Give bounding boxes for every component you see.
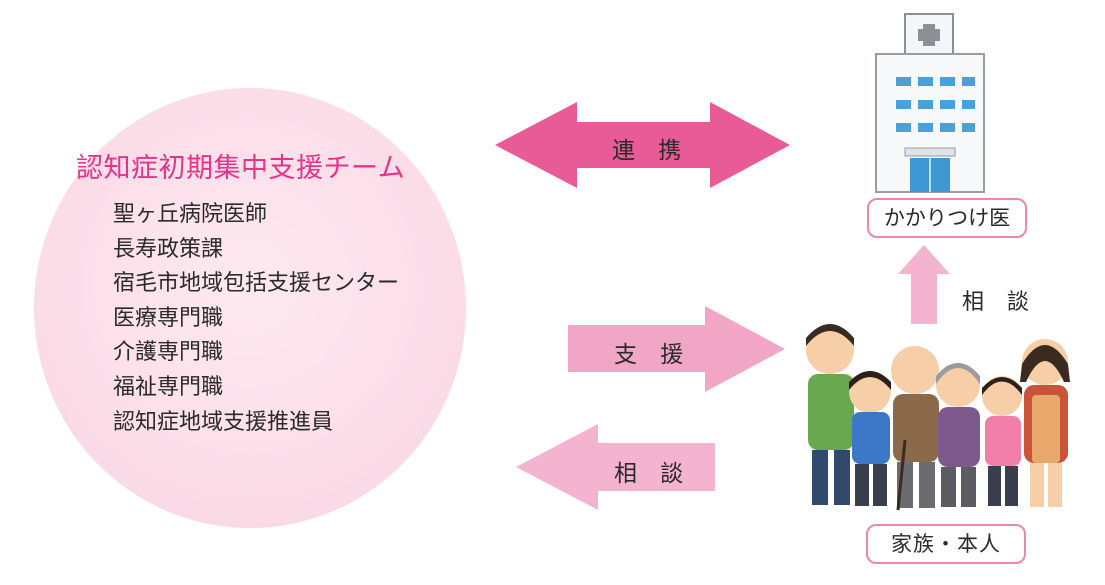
father-figure (806, 324, 854, 505)
consult-left-label: 相 談 (614, 461, 692, 487)
consult-up-arrow-shape (898, 245, 950, 324)
hospital-label: かかりつけ医 (867, 198, 1027, 238)
grandmother-figure (936, 363, 980, 507)
boy-figure (849, 371, 891, 506)
team-member: 長寿政策課 (113, 236, 224, 262)
family-label: 家族・本人 (866, 524, 1026, 564)
support-arrow-shape (568, 306, 785, 392)
cooperation-label: 連 携 (612, 138, 690, 164)
support-label: 支 援 (614, 342, 692, 368)
team-circle (34, 88, 466, 528)
team-member: 宿毛市地域包括支援センター (113, 271, 400, 297)
girl-figure (982, 376, 1022, 506)
team-member: 医療専門職 (113, 305, 224, 331)
team-member: 聖ヶ丘病院医師 (113, 202, 268, 227)
cooperation-arrow-shape (495, 102, 790, 188)
grandfather-figure (891, 346, 939, 511)
mother-figure (1020, 339, 1070, 507)
consult-left-arrow-shape (516, 424, 715, 510)
team-member: 認知症地域支援推進員 (113, 409, 334, 435)
team-member-list: 聖ヶ丘病院医師 長寿政策課 宿毛市地域包括支援センター 医療専門職 介護専門職 … (113, 198, 463, 440)
consult-up-label: 相 談 (962, 290, 1037, 315)
team-title: 認知症初期集中支援チーム (76, 153, 406, 184)
team-member: 福祉専門職 (113, 374, 224, 400)
team-member: 介護専門職 (113, 340, 224, 366)
